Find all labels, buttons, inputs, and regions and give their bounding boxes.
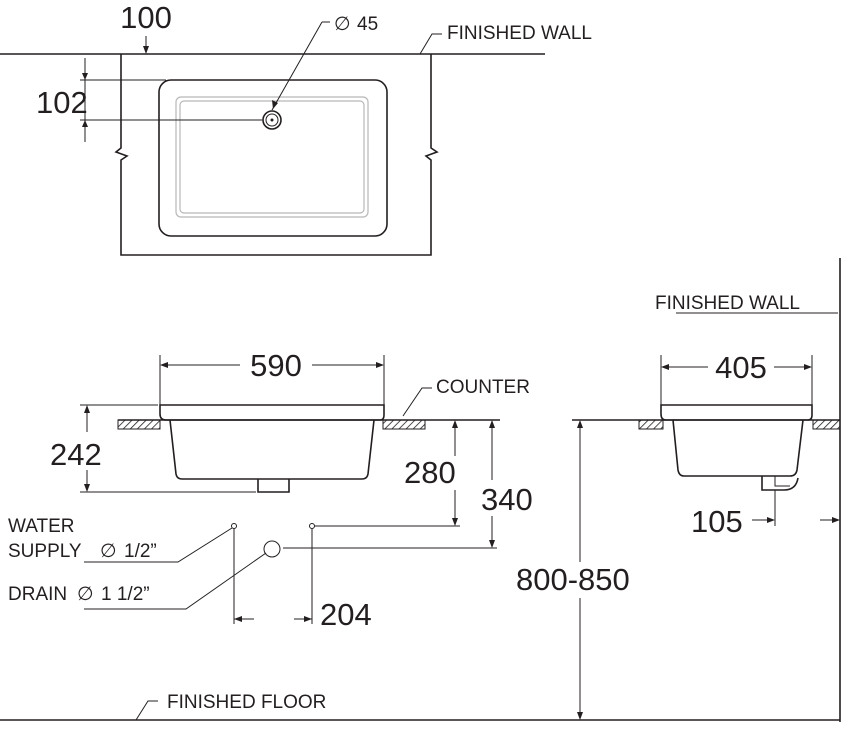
label-drain-size: 1 1/2” bbox=[101, 584, 150, 605]
label-water-supply-line1: WATER bbox=[8, 516, 75, 537]
side-basin-rim bbox=[660, 404, 813, 421]
counter-hatch-left bbox=[117, 419, 161, 430]
dim-drain-diameter: 45 bbox=[357, 14, 378, 35]
side-basin-bowl bbox=[672, 419, 804, 477]
dim-drain-height: 340 bbox=[481, 482, 533, 517]
dim-counter-height: 800-850 bbox=[516, 562, 630, 597]
drain-circle bbox=[262, 110, 282, 130]
side-elevation: FINISHED WALL 405 105 800-850 bbox=[516, 258, 841, 722]
drain-point bbox=[263, 540, 281, 558]
counter-outline bbox=[114, 54, 439, 256]
dim-width: 590 bbox=[250, 348, 302, 383]
water-supply-left-point bbox=[231, 523, 237, 529]
dim-rear-offset: 105 bbox=[691, 504, 743, 539]
label-finished-wall-side: FINISHED WALL bbox=[655, 293, 800, 314]
dim-depth: 405 bbox=[715, 350, 767, 385]
diameter-icon: ∅ bbox=[334, 14, 351, 35]
side-counter-hatch-right bbox=[812, 419, 841, 430]
dim-top-setback: 100 bbox=[120, 0, 172, 35]
dim-supply-height: 280 bbox=[404, 455, 456, 490]
diameter-icon: ∅ bbox=[77, 584, 94, 605]
side-basin-outlet bbox=[761, 476, 799, 491]
label-water-supply-line2: SUPPLY bbox=[8, 541, 82, 562]
dim-supply-spacing: 204 bbox=[320, 597, 372, 632]
dim-height: 242 bbox=[50, 437, 102, 472]
side-counter-hatch-left bbox=[638, 419, 664, 430]
basin-rim bbox=[159, 404, 385, 421]
label-water-supply-size: 1/2” bbox=[124, 541, 157, 562]
counter-hatch-right bbox=[382, 419, 426, 430]
basin-bowl bbox=[169, 419, 375, 480]
floor: FINISHED FLOOR bbox=[0, 692, 840, 721]
label-counter: COUNTER bbox=[436, 377, 530, 398]
front-elevation: 590 242 280 340 204 bbox=[8, 348, 533, 632]
label-finished-wall-top: FINISHED WALL bbox=[447, 23, 592, 44]
plan-view: 100 102 ∅ 45 FINISHED WALL bbox=[0, 0, 592, 256]
label-finished-floor: FINISHED FLOOR bbox=[167, 692, 326, 713]
diameter-icon: ∅ bbox=[100, 541, 117, 562]
basin-outline bbox=[158, 79, 388, 237]
basin-bowl-outline bbox=[175, 96, 369, 218]
water-supply-right-point bbox=[309, 523, 315, 529]
label-drain: DRAIN bbox=[8, 584, 67, 605]
dim-drain-offset: 102 bbox=[36, 85, 88, 120]
basin-drain-outlet bbox=[257, 479, 290, 493]
